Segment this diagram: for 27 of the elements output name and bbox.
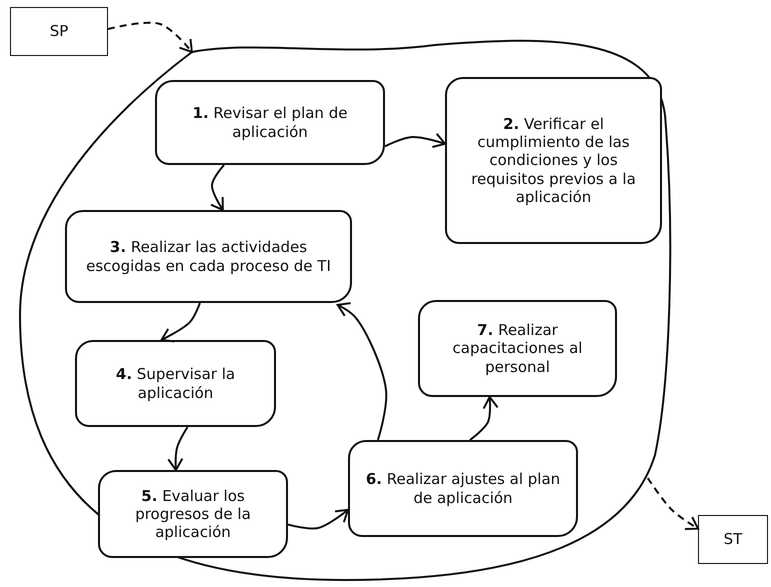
arrow [336, 302, 388, 440]
arrow [384, 132, 446, 148]
process-box [445, 77, 662, 244]
step-label: 1. Revisar el plan de aplicación [192, 104, 348, 141]
process-box [418, 300, 617, 397]
arrow [108, 22, 193, 53]
arrow [210, 164, 225, 211]
step-label: 3. Realizar las actividades escogidas en cada proceso de TI [85, 238, 332, 275]
process-box [75, 340, 276, 427]
process-box [348, 440, 578, 537]
arrow [160, 302, 201, 342]
terminal-box [698, 515, 768, 564]
step-label: 7. Realizar capacitaciones al personal [452, 321, 584, 376]
step-label: 2. Verificar el cumplimiento de las condiciones y los requisitos previos a la aplicación [470, 114, 637, 206]
step-label: 5. Evaluar los progresos de la aplicación [134, 486, 252, 542]
arrow [288, 508, 349, 530]
step-label: 4. Supervisar la aplicación [114, 365, 236, 402]
process-box [98, 470, 288, 558]
arrow [167, 426, 188, 471]
process-box [155, 80, 385, 165]
step-label: SP [50, 22, 68, 41]
process-box [65, 210, 352, 303]
arrow [646, 478, 699, 530]
step-label: ST [724, 530, 742, 549]
arrow [469, 396, 499, 441]
step-label: 6. Realizar ajustes al plan de aplicación [364, 470, 562, 507]
terminal-box [10, 7, 108, 56]
